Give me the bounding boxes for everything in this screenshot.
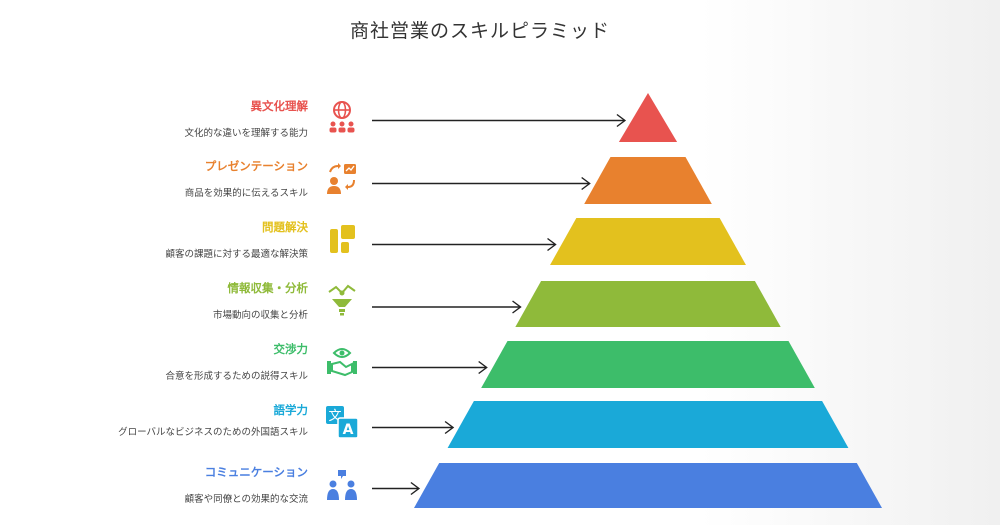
tier-label: 異文化理解 (250, 99, 309, 113)
pointer-arrow-head-5 (444, 420, 455, 435)
pyramid-tier-2 (550, 218, 746, 265)
funnel-icon (324, 282, 360, 318)
pyramid-tier-1 (584, 157, 712, 204)
tier-label: コミュニケーション (204, 465, 308, 479)
pyramid-tier-4 (481, 341, 815, 388)
pyramid-tier-3 (515, 281, 781, 327)
tier-label: 交渉力 (273, 342, 309, 356)
tier-label: 語学力 (273, 403, 309, 417)
pointer-arrow-head-1 (581, 176, 591, 191)
pointer-arrow-head-0 (616, 113, 627, 128)
page-title: 商社営業のスキルピラミッド (349, 20, 610, 42)
pointer-arrow-head-4 (478, 360, 488, 375)
presentation-icon (324, 160, 360, 196)
people-talk-icon (324, 466, 360, 502)
pyramid-tier-5 (447, 401, 849, 448)
pyramid-tier-0 (618, 93, 678, 142)
pointer-arrow-head-6 (410, 481, 421, 496)
pointer-arrow-head-3 (512, 300, 522, 314)
tier-desc: 合意を形成するための説得スキル (165, 371, 308, 382)
puzzle-icon (324, 221, 360, 257)
tier-label: プレゼンテーション (204, 159, 308, 173)
tier-desc: 顧客の課題に対する最適な解決策 (165, 249, 308, 260)
svg-text:A: A (343, 422, 354, 438)
tier-desc: 文化的な違いを理解する能力 (184, 128, 308, 139)
tier-label: 問題解決 (262, 220, 308, 234)
globe-people-icon (324, 100, 360, 136)
tier-label: 情報収集・分析 (227, 281, 309, 295)
pyramid-tier-6 (414, 463, 882, 508)
translate-icon: 文 A (324, 404, 360, 440)
tier-desc: 顧客や同僚との効果的な交流 (184, 494, 308, 505)
tier-desc: グローバルなビジネスのための外国語スキル (118, 427, 308, 438)
tier-desc: 市場動向の収集と分析 (212, 310, 308, 321)
tier-desc: 商品を効果的に伝えるスキル (184, 188, 308, 199)
pointer-arrow-head-2 (547, 237, 557, 252)
handshake-icon (324, 343, 360, 379)
